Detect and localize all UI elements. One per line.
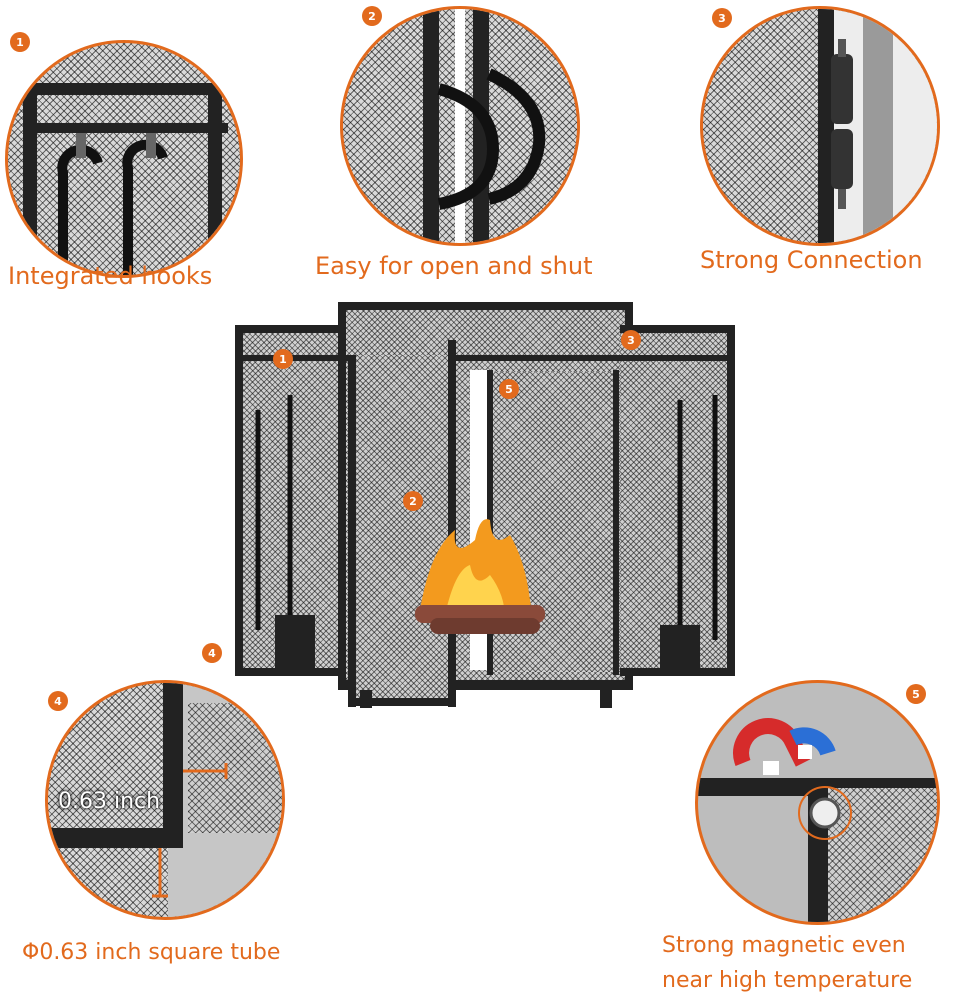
dimension-lines-icon [152, 763, 228, 898]
caption-strong-magnetic-line2: near high temperature [662, 968, 913, 993]
fireplace-screen-product [230, 300, 740, 710]
detail-connection-image [700, 6, 940, 246]
door-handle-icon [437, 68, 546, 210]
caption-integrated-hooks: Integrated hooks [8, 262, 213, 290]
detail-hooks-image [5, 40, 243, 278]
product-badge-4: 4 [202, 643, 222, 663]
caption-strong-magnetic-line1: Strong magnetic even [662, 933, 906, 958]
callout-badge-1: 1 [10, 32, 30, 52]
callout-badge-2: 2 [362, 6, 382, 26]
caption-square-tube: Φ0.63 inch square tube [22, 940, 281, 965]
detail-handle-image [340, 6, 580, 246]
callout-badge-4: 4 [48, 691, 68, 711]
caption-strong-connection: Strong Connection [700, 246, 923, 274]
callout-badge-5: 5 [906, 684, 926, 704]
tool-set-icon [255, 395, 718, 675]
hook-icon [57, 133, 168, 275]
product-badge-1: 1 [273, 349, 293, 369]
product-badge-5: 5 [499, 379, 519, 399]
callout-badge-3: 3 [712, 8, 732, 28]
tube-measurement-label: 0.63 inch [58, 789, 161, 814]
product-badge-3: 3 [621, 330, 641, 350]
product-badge-2: 2 [403, 491, 423, 511]
detail-magnet-image [695, 680, 940, 925]
fire-icon [415, 519, 545, 634]
hinge-icon [831, 39, 853, 209]
detail-tube-image: 0.63 inch [45, 680, 285, 920]
magnet-icon [733, 718, 852, 840]
caption-easy-open-shut: Easy for open and shut [315, 252, 593, 280]
